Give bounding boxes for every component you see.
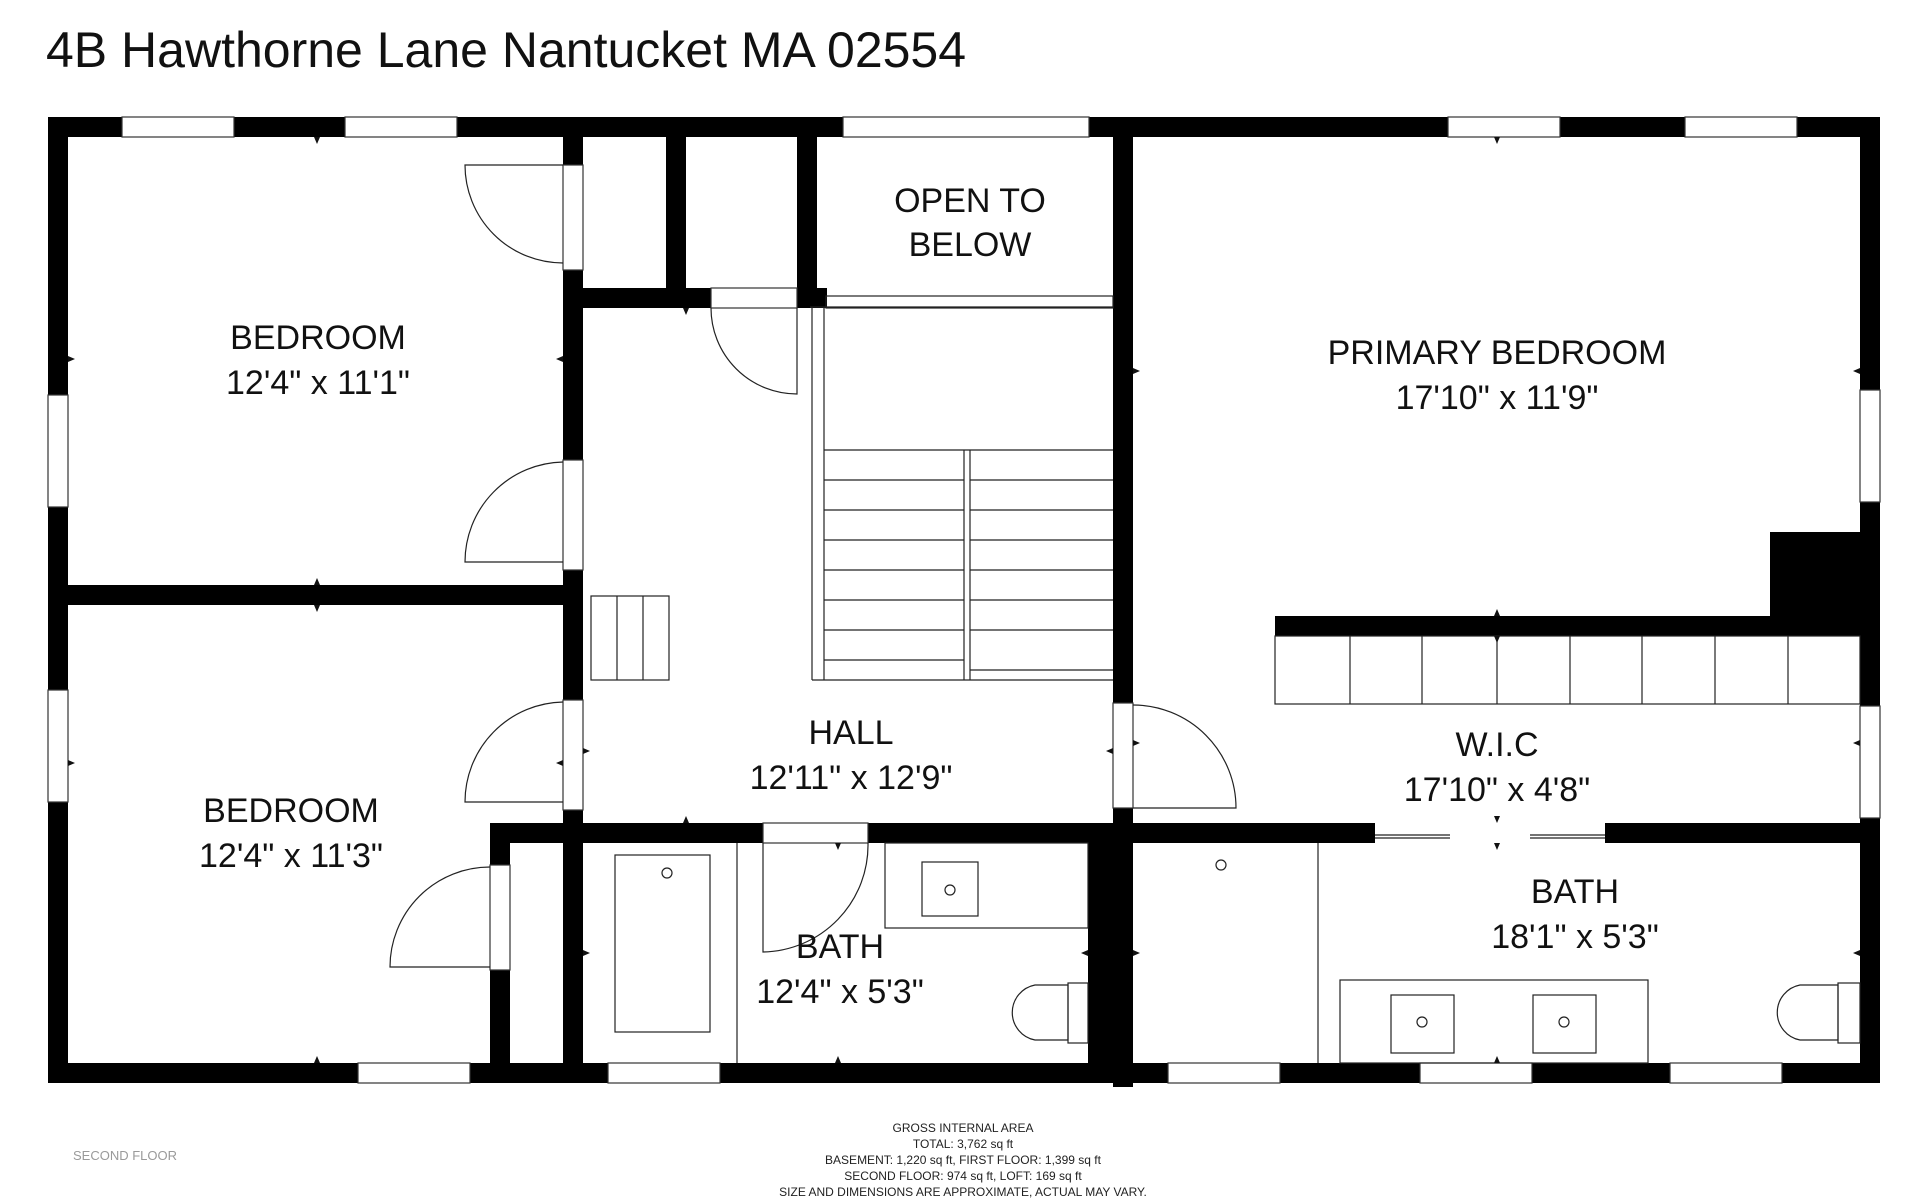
dimension-markers: [68, 137, 1860, 1063]
area-line: SIZE AND DIMENSIONS ARE APPROXIMATE, ACT…: [779, 1185, 1147, 1199]
area-line: BASEMENT: 1,220 sq ft, FIRST FLOOR: 1,39…: [825, 1153, 1102, 1167]
room-labels: BEDROOM 12'4" x 11'1" BEDROOM 12'4" x 11…: [199, 182, 1666, 1011]
primary-bedroom-dims: 17'10" x 11'9": [1396, 379, 1599, 417]
bedroom-2-name: BEDROOM: [203, 792, 379, 830]
bedroom-1-dims: 12'4" x 11'1": [226, 364, 410, 402]
area-summary: GROSS INTERNAL AREA TOTAL: 3,762 sq ft B…: [779, 1121, 1147, 1199]
doors: [389, 164, 1605, 971]
wic-dims: 17'10" x 4'8": [1404, 771, 1590, 809]
bedroom-1-name: BEDROOM: [230, 319, 406, 357]
open-to-below-label-2: BELOW: [909, 226, 1032, 264]
bath-1-name: BATH: [796, 928, 884, 966]
open-to-below-label-1: OPEN TO: [894, 182, 1046, 220]
bath-1-dims: 12'4" x 5'3": [756, 973, 924, 1011]
wardrobe-shelving: [1274, 635, 1861, 705]
windows: [47, 116, 1881, 1084]
staircase: [590, 295, 1114, 681]
hall-name: HALL: [808, 714, 893, 752]
bedroom-2-dims: 12'4" x 11'3": [199, 837, 383, 875]
hall-dims: 12'11" x 12'9": [750, 759, 953, 797]
wic-name: W.I.C: [1455, 726, 1538, 764]
bath-2-dims: 18'1" x 5'3": [1491, 918, 1659, 956]
primary-bedroom-name: PRIMARY BEDROOM: [1328, 334, 1667, 372]
area-line: GROSS INTERNAL AREA: [893, 1121, 1034, 1135]
bath-fixtures: [614, 842, 1861, 1064]
area-line: SECOND FLOOR: 974 sq ft, LOFT: 169 sq ft: [844, 1169, 1082, 1183]
floor-label: SECOND FLOOR: [73, 1148, 177, 1163]
bath-2-name: BATH: [1531, 873, 1619, 911]
area-line: TOTAL: 3,762 sq ft: [913, 1137, 1014, 1151]
address-title: 4B Hawthorne Lane Nantucket MA 02554: [46, 22, 966, 78]
